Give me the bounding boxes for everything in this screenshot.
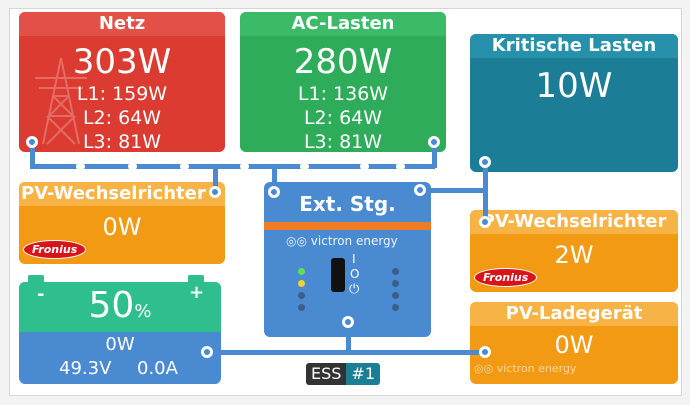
pylon-icon xyxy=(35,57,87,145)
led-yellow xyxy=(298,280,305,287)
battery-tile[interactable]: - + 50% 0W 49.3V 0.0A xyxy=(19,282,221,384)
ess-badge[interactable]: ESS #1 xyxy=(306,363,381,385)
victron-logo-charger: ◎◎ victron energy xyxy=(474,362,576,375)
fronius-logo-left: Fronius xyxy=(23,240,87,259)
led-off-2 xyxy=(298,304,305,311)
inverter-ac-in-dot xyxy=(268,186,280,198)
battery-plus-label: + xyxy=(189,282,205,303)
inverter-dc-connector xyxy=(346,320,351,352)
pv-left-connection-dot xyxy=(209,186,221,198)
switch-off-label: O xyxy=(350,267,360,281)
ac-loads-l1: L1: 136W xyxy=(297,83,389,105)
led-off-1 xyxy=(298,292,305,299)
grid-connection-dot xyxy=(26,136,38,148)
flow-dot xyxy=(128,162,137,171)
pv-charger-power: 0W xyxy=(554,331,594,359)
inverter-brand: victron energy xyxy=(310,234,398,248)
led-off-5 xyxy=(392,292,399,299)
pv-inverter-right-tile[interactable]: PV-Wechselrichter 2W Fronius xyxy=(470,210,678,292)
ac-loads-tile[interactable]: AC-Lasten 280W L1: 136W L2: 64W L3: 81W xyxy=(240,12,446,152)
inverter-orange-band xyxy=(264,222,431,230)
victron-swirl-icon-charger: ◎◎ xyxy=(474,362,494,375)
ess-index: #1 xyxy=(346,363,381,385)
victron-swirl-icon: ◎◎ xyxy=(286,234,307,248)
battery-connection-dot xyxy=(201,346,213,358)
pv-inverter-left-tile[interactable]: PV-Wechselrichter 0W Fronius xyxy=(19,182,225,264)
ac-loads-l3: L3: 81W xyxy=(303,131,383,152)
power-icon: ⏻ xyxy=(349,282,360,297)
dc-bus-horizontal xyxy=(205,350,487,355)
flow-dot xyxy=(360,162,369,171)
inverter-title: Ext. Stg. xyxy=(299,192,396,216)
critical-loads-title: Kritische Lasten xyxy=(470,34,678,58)
pv-charger-title: PV-Ladegerät xyxy=(470,302,678,326)
ac-bus-horizontal xyxy=(30,164,435,169)
main-switch[interactable] xyxy=(331,258,345,292)
battery-soc-unit: % xyxy=(134,301,152,322)
critical-loads-power: 10W xyxy=(535,66,613,106)
grid-title: Netz xyxy=(19,12,225,36)
grid-l1: L1: 159W xyxy=(76,83,168,105)
battery-terminal-plus xyxy=(188,275,204,283)
flow-dot xyxy=(180,162,189,171)
ac-loads-title: AC-Lasten xyxy=(240,12,446,36)
battery-soc: 50% xyxy=(19,284,221,334)
victron-logo-inverter: ◎◎ victron energy xyxy=(286,234,398,248)
flow-dot xyxy=(240,162,249,171)
pv-inverter-right-power: 2W xyxy=(554,241,594,269)
inverter-tile[interactable]: Ext. Stg. ◎◎ victron energy I O ⏻ xyxy=(264,182,431,337)
fronius-logo-right: Fronius xyxy=(474,268,538,287)
battery-power: 0W xyxy=(105,334,135,355)
grid-tile[interactable]: Netz 303W L1: 159W L2: 64W L3: 81W xyxy=(19,12,225,152)
led-off-6 xyxy=(392,304,399,311)
battery-minus-label: - xyxy=(37,284,45,305)
inverter-dc-dot xyxy=(342,316,354,328)
critical-connection-dot xyxy=(479,156,491,168)
ac-loads-power: 280W xyxy=(293,42,393,82)
pv-inverter-right-title: PV-Wechselrichter xyxy=(470,210,678,234)
led-off-3 xyxy=(392,268,399,275)
switch-on-label: I xyxy=(352,252,356,266)
pv-inverter-left-power: 0W xyxy=(102,213,142,241)
flow-dot xyxy=(300,162,309,171)
flow-dot xyxy=(396,162,405,171)
battery-voltage: 49.3V xyxy=(59,358,112,379)
battery-soc-value: 50 xyxy=(88,285,135,326)
ac-loads-connection-dot xyxy=(428,136,440,148)
grid-l3: L3: 81W xyxy=(82,131,162,152)
inverter-ac-out-dot xyxy=(414,184,426,196)
battery-soc-fill xyxy=(19,282,221,332)
pv-right-connection-dot xyxy=(479,216,491,228)
ac-loads-l2: L2: 64W xyxy=(303,107,383,129)
ess-mode: ESS xyxy=(306,363,347,385)
flow-dot xyxy=(76,162,85,171)
ac-loads-connector xyxy=(432,142,437,168)
battery-current: 0.0A xyxy=(137,358,178,379)
pv-left-connector xyxy=(213,164,218,192)
inverter-left-connector xyxy=(272,164,277,192)
pv-inverter-left-title: PV-Wechselrichter xyxy=(19,182,225,206)
pv-charger-tile[interactable]: PV-Ladegerät 0W ◎◎ victron energy xyxy=(470,302,678,384)
battery-terminal-minus xyxy=(28,275,44,283)
grid-power: 303W xyxy=(72,42,172,82)
grid-l2: L2: 64W xyxy=(82,107,162,129)
led-off-4 xyxy=(392,280,399,287)
grid-connector xyxy=(30,142,35,168)
pv-charger-connection-dot xyxy=(479,346,491,358)
critical-connector xyxy=(483,162,488,222)
pv-charger-brand: victron energy xyxy=(496,362,577,375)
inverter-out-horizontal xyxy=(420,188,486,193)
led-green xyxy=(298,268,305,275)
critical-loads-tile[interactable]: Kritische Lasten 10W xyxy=(470,34,678,172)
